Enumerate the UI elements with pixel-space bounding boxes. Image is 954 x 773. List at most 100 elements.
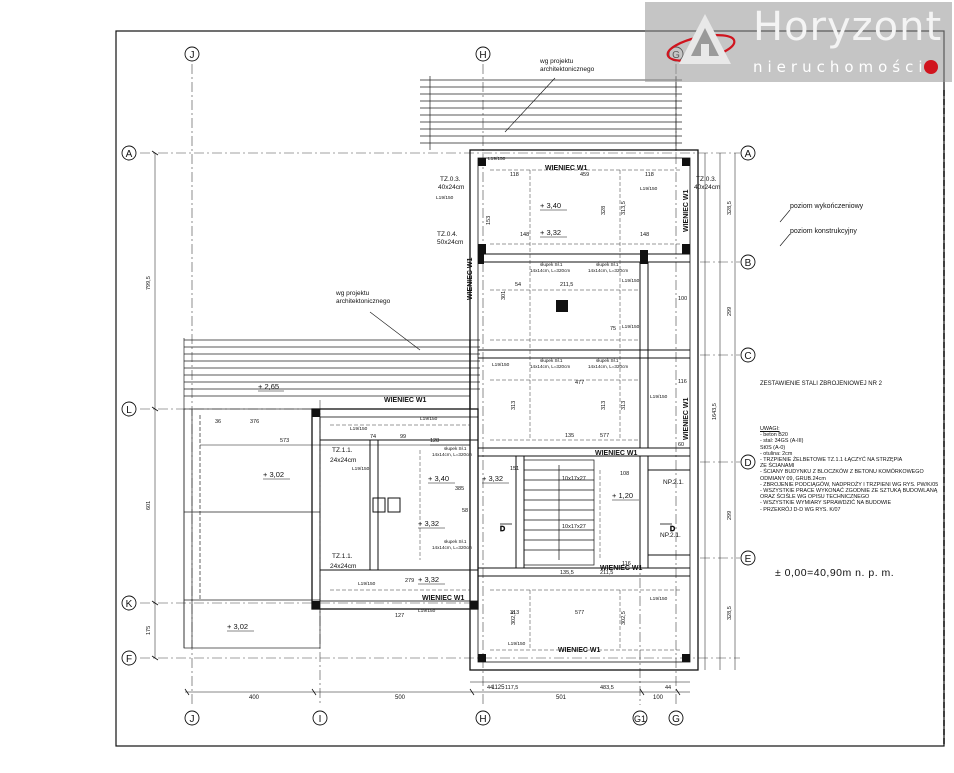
beam-label: WIENIEC W1: [422, 595, 464, 602]
axis-bubble-right-e: E: [740, 550, 756, 566]
axis-label: H: [479, 714, 486, 725]
level-mark: + 3,32: [418, 575, 439, 584]
svg-text:L19/150: L19/150: [418, 608, 436, 614]
col-tz11-a-size: 24x24cm: [330, 457, 356, 464]
notes-title: UWAGI:: [760, 426, 780, 432]
col-tz03-left-size: 40x24cm: [438, 184, 464, 191]
arch-project-note-mid: wg projektu architektonicznego: [336, 290, 391, 305]
svg-text:60: 60: [678, 442, 684, 448]
col-tz11-b: TZ.1.1.: [332, 553, 353, 560]
svg-text:74: 74: [370, 434, 376, 440]
col-tz03-left: TZ.0.3.: [440, 176, 461, 183]
svg-text:376: 376: [250, 419, 259, 425]
svg-text:313: 313: [510, 610, 519, 616]
building-walls: [311, 149, 699, 671]
svg-text:313: 313: [511, 401, 517, 410]
col-tz03-right-size: 40x24cm: [694, 184, 720, 191]
section-marker: D D: [500, 523, 675, 533]
svg-text:L19/150: L19/150: [420, 416, 438, 422]
logo-house-icon: [666, 14, 736, 64]
svg-text:100: 100: [678, 296, 687, 302]
dim-bottom-100: 100: [653, 695, 664, 701]
watermark-logo: Horyzont nieruchomości: [645, 2, 952, 82]
axis-label: K: [126, 599, 133, 610]
dim-bottom-400: 400: [249, 695, 260, 701]
svg-text:D: D: [500, 526, 505, 533]
axis-bubble-right-d: D: [740, 454, 756, 470]
vertical-dimension-numbers: 799,5 601 175 328,5 299 1643,5 299 328,5…: [146, 201, 733, 635]
svg-text:116: 116: [678, 379, 687, 385]
axis-bubble-bottom-g: G: [668, 710, 684, 726]
svg-text:127: 127: [395, 613, 404, 619]
svg-text:459: 459: [580, 172, 589, 178]
note-line: ZE ŚCIANAMI: [760, 463, 795, 470]
note-line: - ŚCIANY BUDYNKU Z BLOCZKÓW Z BETONU KOM…: [760, 469, 924, 476]
svg-text:36: 36: [215, 419, 221, 425]
svg-text:14x14cm, L=320cm: 14x14cm, L=320cm: [530, 364, 570, 369]
axis-bubble-left-l: L: [121, 401, 137, 417]
axis-label: F: [126, 654, 132, 665]
svg-text:99: 99: [400, 434, 406, 440]
beam-labels: WIENIEC W1 WIENIEC W1 WIENIEC W1 WIENIEC…: [384, 165, 690, 654]
beam-dashed-lines: [330, 169, 680, 651]
beam-label: WIENIEC W1: [595, 450, 637, 457]
dim-bottom-500: 500: [395, 695, 406, 701]
dim-bottom-501: 501: [556, 695, 567, 701]
bottom-dimensions: 400 500 501 100 1125: [249, 685, 664, 701]
svg-text:L19/150: L19/150: [622, 278, 640, 284]
col-tz04-size: 50x24cm: [437, 239, 463, 246]
svg-text:477: 477: [575, 380, 584, 386]
col-np21-a: NP.2.1.: [663, 479, 684, 486]
beam-label: WIENIEC W1: [683, 398, 690, 440]
columns-posts: [312, 158, 690, 662]
general-notes: UWAGI: - beton B20 - stal: 34GS (A-III) …: [760, 426, 939, 513]
axis-bubble-right-a: A: [740, 145, 756, 161]
svg-text:128: 128: [430, 438, 439, 444]
svg-text:słupek Sł.1: słupek Sł.1: [444, 539, 467, 544]
axis-bubble-bottom-j: J: [184, 710, 200, 726]
axis-label: C: [744, 351, 751, 362]
dim-left-3: 175: [146, 626, 152, 635]
logo-dot-icon: [924, 60, 938, 74]
stair-label-upper: 10x17x27: [562, 476, 586, 482]
axis-label: J: [190, 50, 195, 61]
axis-label: D: [744, 458, 751, 469]
beam-label: WIENIEC W1: [600, 565, 642, 572]
svg-text:117,5: 117,5: [505, 685, 518, 691]
dim-right-5: 328,5: [727, 606, 733, 620]
svg-text:L19/150: L19/150: [492, 362, 510, 368]
logo-tagline: nieruchomości: [753, 58, 928, 76]
dimension-chains: [154, 153, 736, 693]
note-line: - beton B20: [760, 432, 788, 439]
svg-text:279: 279: [405, 578, 414, 584]
note-line: - TRZPIENIE ŻELBETOWE TZ.1.1 ŁĄCZYĆ NA S…: [760, 457, 903, 464]
svg-text:L19/150: L19/150: [622, 324, 640, 330]
svg-text:L19/150: L19/150: [436, 195, 454, 201]
svg-text:L19/150: L19/150: [640, 186, 658, 192]
svg-text:135: 135: [565, 433, 574, 439]
svg-text:313: 313: [621, 401, 627, 410]
svg-text:słupek Sł.1: słupek Sł.1: [596, 358, 619, 363]
level-mark: + 3,32: [418, 519, 439, 528]
svg-text:148: 148: [520, 232, 529, 238]
note-line: - otulina: 2cm: [760, 450, 793, 457]
svg-text:151: 151: [510, 466, 519, 472]
level-mark: + 3,40: [540, 201, 561, 210]
axis-bubble-bottom-h: H: [475, 710, 491, 726]
dim-left-2: 601: [146, 501, 152, 510]
beam-label: WIENIEC W1: [558, 647, 600, 654]
svg-text:58: 58: [462, 508, 468, 514]
note-line: - ZBROJENIE PODCIĄGÓW, NADPROŻY I TRZPIE…: [760, 481, 939, 488]
rebar-schedule-title: ZESTAWIENIE STALI ZBROJENIOWEJ NR 2: [760, 381, 882, 387]
note-line: - WSZYSTKIE WYMIARY SPRAWDZIĆ NA BUDOWIE: [760, 500, 892, 507]
axis-bubble-right-c: C: [740, 347, 756, 363]
interior-walls: [320, 253, 690, 577]
svg-text:54: 54: [515, 282, 521, 288]
axis-label: B: [745, 258, 752, 269]
svg-text:D: D: [670, 526, 675, 533]
axis-label: J: [190, 714, 195, 725]
dim-right-4: 299: [727, 511, 733, 520]
note-line: - PRZEKRÓJ D-D WG RYS. K/07: [760, 506, 841, 513]
axis-bubble-left-k: K: [121, 595, 137, 611]
